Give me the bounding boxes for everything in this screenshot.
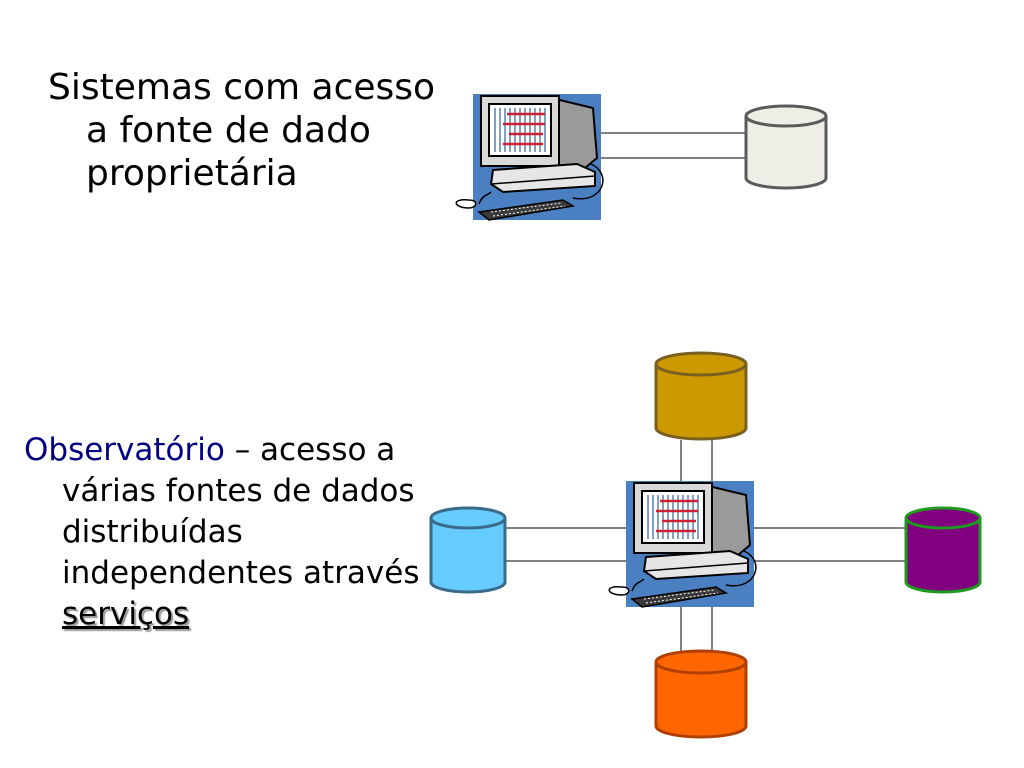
- database-right-icon: [904, 506, 982, 594]
- services-link[interactable]: serviços: [62, 596, 190, 632]
- observatory-description: – acesso a várias fontes de dados distri…: [62, 432, 469, 591]
- proprietary-systems-label: Sistemas com acesso a fonte de dado prop…: [48, 67, 436, 194]
- database-top-icon: [654, 351, 748, 441]
- database-bottom-icon: [654, 649, 748, 739]
- service-connections: [505, 440, 906, 652]
- proprietary-systems-text: Sistemas com acesso a fonte de dado prop…: [48, 66, 466, 195]
- observatory-term: Observatório: [24, 432, 225, 468]
- database-left-icon: [429, 506, 507, 594]
- observatory-workstation-icon: [607, 479, 758, 609]
- workstation-icon: [454, 92, 605, 222]
- proprietary-database-icon: [744, 104, 828, 190]
- proprietary-connection: [600, 132, 746, 159]
- observatory-text: Observatório – acesso a várias fontes de…: [24, 430, 472, 635]
